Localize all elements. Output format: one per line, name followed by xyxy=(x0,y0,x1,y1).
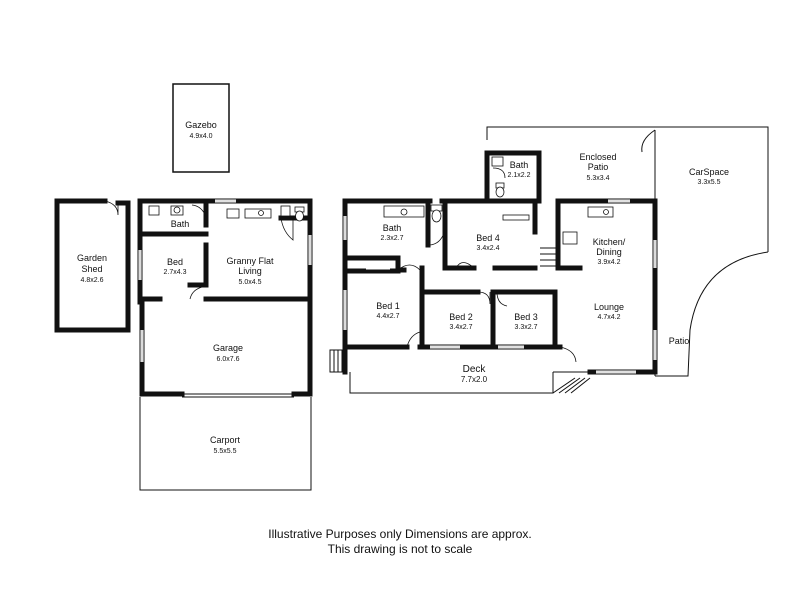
bed4-name: Bed 4 xyxy=(476,233,500,243)
bed1-dims: 4.4x2.7 xyxy=(377,313,400,320)
shed-dims: 4.8x2.6 xyxy=(81,277,104,284)
granny-flat xyxy=(137,198,313,305)
bed3-dims: 3.3x2.7 xyxy=(515,324,538,331)
garage xyxy=(139,300,313,398)
stairs-deck-left xyxy=(329,349,345,373)
bed2-name: Bed 2 xyxy=(449,312,473,322)
stairs-deck-right xyxy=(552,377,591,394)
gazebo xyxy=(172,83,230,173)
bed1-name: Bed 1 xyxy=(376,301,400,311)
patio-name: Patio xyxy=(669,336,690,346)
disclaimer-line-2: This drawing is not to scale xyxy=(327,542,473,556)
garage-name: Garage xyxy=(213,343,243,353)
carport-name: Carport xyxy=(210,435,241,445)
gf-bed-dims: 2.7x4.3 xyxy=(164,269,187,276)
enclosed-patio-dims: 5.3x3.4 xyxy=(587,175,610,182)
enclosed-patio-name-line2: Patio xyxy=(588,162,609,172)
shed-name-line2: Shed xyxy=(81,264,102,274)
bath-small-name: Bath xyxy=(510,160,529,170)
deck-name: Deck xyxy=(463,364,487,375)
kitchen-name-line1: Kitchen/ xyxy=(593,237,626,247)
lounge-dims: 4.7x4.2 xyxy=(598,314,621,321)
bath-main-name: Bath xyxy=(383,223,402,233)
gf-living-dims: 5.0x4.5 xyxy=(239,279,262,286)
garage-dims: 6.0x7.6 xyxy=(217,356,240,363)
kitchen-dims: 3.9x4.2 xyxy=(598,259,621,266)
disclaimer-line-1: Illustrative Purposes only Dimensions ar… xyxy=(268,527,532,541)
carspace-name: CarSpace xyxy=(689,167,729,177)
bath-small-dims: 2.1x2.2 xyxy=(508,172,531,179)
carspace-dims: 3.3x5.5 xyxy=(698,179,721,186)
shed-name-line1: Garden xyxy=(77,253,107,263)
enclosed-patio-name-line1: Enclosed xyxy=(579,152,616,162)
gazebo-name: Gazebo xyxy=(185,120,217,130)
gf-living-name-line2: Living xyxy=(238,266,262,276)
bed2-dims: 3.4x2.7 xyxy=(450,324,473,331)
disclaimer: Illustrative Purposes only Dimensions ar… xyxy=(0,527,800,557)
gf-living-name-line1: Granny Flat xyxy=(226,256,274,266)
carport xyxy=(139,397,312,491)
gf-bed-name: Bed xyxy=(167,257,183,267)
bath-main-dims: 2.3x2.7 xyxy=(381,235,404,242)
bed3-name: Bed 3 xyxy=(514,312,538,322)
bed4-dims: 3.4x2.4 xyxy=(477,245,500,252)
carport-dims: 5.5x5.5 xyxy=(214,448,237,455)
patio-area xyxy=(486,126,769,377)
main-house xyxy=(329,150,658,394)
garden-shed xyxy=(54,198,131,333)
kitchen-name-line2: Dining xyxy=(596,247,622,257)
lounge-name: Lounge xyxy=(594,302,624,312)
gf-bath-name: Bath xyxy=(171,219,190,229)
deck-dims: 7.7x2.0 xyxy=(461,375,488,384)
gazebo-dims: 4.9x4.0 xyxy=(190,133,213,140)
stairs-kitchen xyxy=(540,247,556,267)
